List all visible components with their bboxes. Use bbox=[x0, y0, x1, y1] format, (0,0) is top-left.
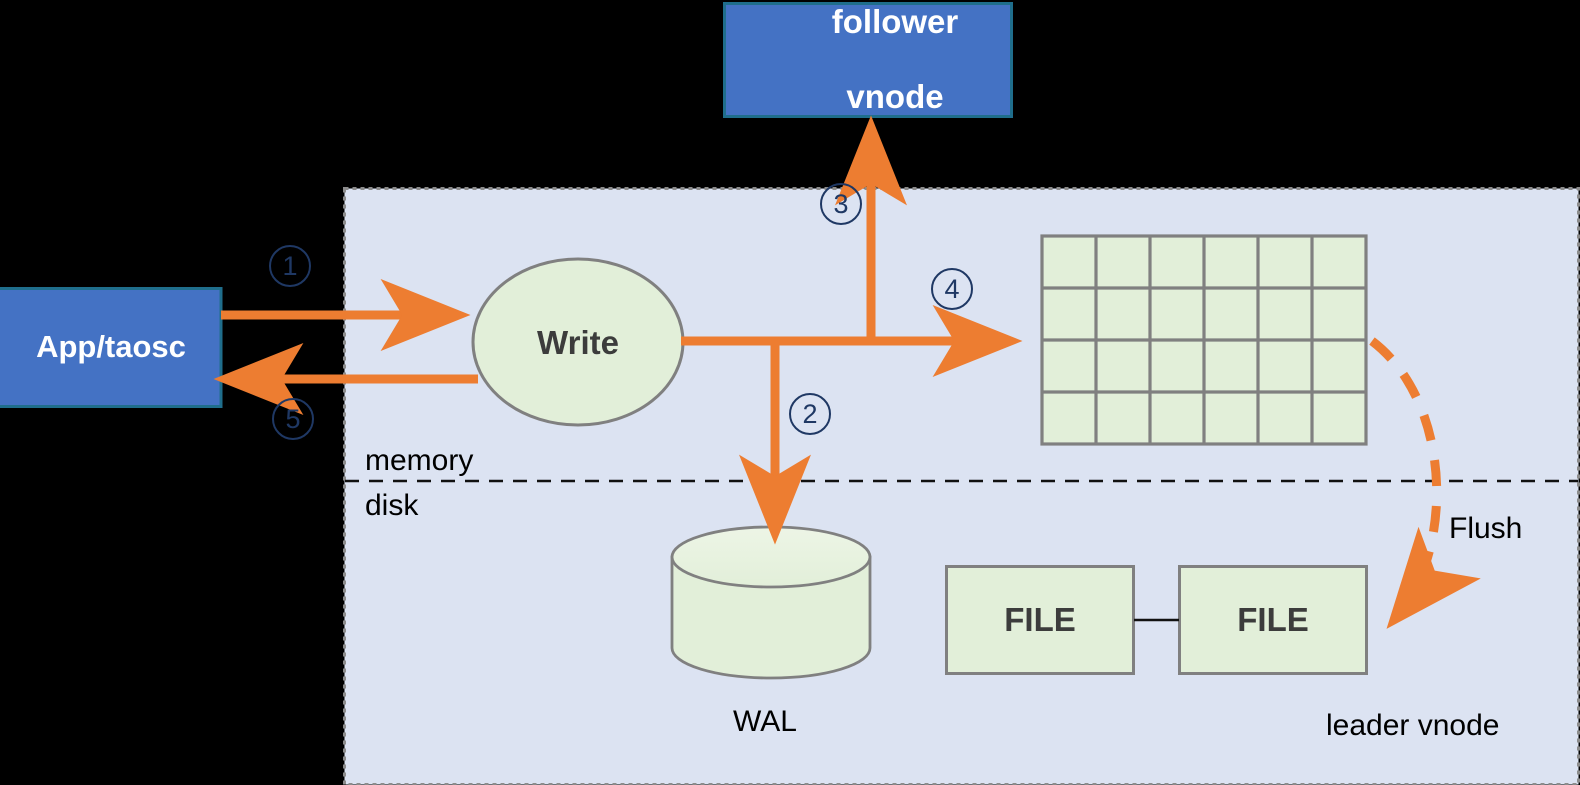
follower-vnode-box[interactable] bbox=[723, 2, 1013, 118]
file-box-1-label: FILE bbox=[1004, 601, 1076, 639]
wal-cylinder[interactable] bbox=[670, 525, 872, 680]
memory-label: memory bbox=[365, 444, 474, 477]
step-marker-5: 5 bbox=[272, 398, 314, 440]
flush-label: Flush bbox=[1449, 512, 1523, 545]
wal-label: WAL bbox=[733, 705, 797, 738]
file-box-2[interactable] bbox=[1178, 565, 1368, 675]
step-marker-3: 3 bbox=[820, 183, 862, 225]
disk-label: disk bbox=[365, 489, 419, 522]
leader-vnode-label: leader vnode bbox=[1326, 709, 1500, 742]
write-node-label: Write bbox=[537, 323, 619, 361]
file-box-1[interactable] bbox=[945, 565, 1135, 675]
app-taosc-box[interactable] bbox=[0, 287, 223, 408]
step-marker-2: 2 bbox=[789, 393, 831, 435]
step-marker-4: 4 bbox=[931, 268, 973, 310]
follower-vnode-label-line2: vnode bbox=[846, 78, 944, 116]
step-marker-1: 1 bbox=[269, 245, 311, 287]
follower-vnode-label: follower vnode bbox=[723, 2, 1012, 117]
app-taosc-label: App/taosc bbox=[36, 329, 186, 365]
arrow-flush bbox=[1369, 337, 1481, 629]
follower-vnode-label-line1: follower bbox=[831, 2, 959, 40]
memtable-grid bbox=[1040, 234, 1368, 446]
file-box-2-label: FILE bbox=[1237, 601, 1309, 639]
